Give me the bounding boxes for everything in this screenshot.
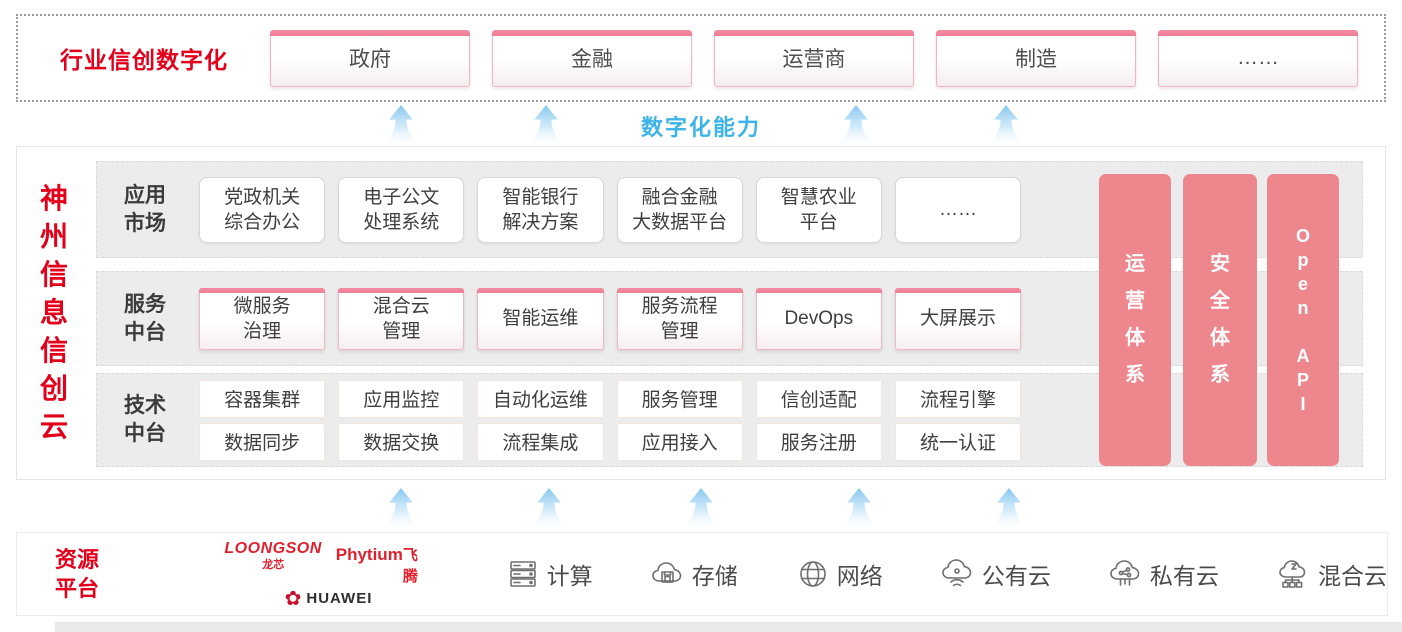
svc-box-big-screen: 大屏展示 [894,287,1022,350]
app-box-finance-bigdata: 融合金融 大数据平台 [616,176,743,243]
resource-items: 计算 存储 网络 [505,556,1387,592]
app-box-edoc-system: 电子公文 处理系统 [338,176,465,243]
row-app-market: 应用 市场 党政机关 综合办公 电子公文 处理系统 智能银行 解决方案 融合金融… [96,161,1363,258]
resource-label: 存储 [691,563,738,589]
row-tech-platform: 技术 中台 容器集群 应用监控 自动化运维 服务管理 信创适配 流程引擎 数据同… [96,373,1363,467]
up-arrow-icon [682,488,720,530]
app-box-more: …… [894,176,1022,243]
phytium-logo: Phytium 飞腾 [336,544,433,586]
bottom-divider [55,622,1402,632]
up-arrow-icon [987,105,1025,147]
resource-label: 混合云 [1318,563,1387,589]
industry-band-title: 行业信创数字化 [60,47,228,73]
tech-box-process-integration: 流程集成 [477,422,604,461]
huawei-wordmark: HUAWEI [306,590,373,607]
storage-icon [651,562,681,583]
network-icon [799,561,826,587]
resource-platform-panel: 资源 平台 LOONGSON 龙芯 Phytium 飞腾 ✿ HUAWEI [16,532,1388,616]
resource-item-private-cloud: 私有云 [1108,556,1219,592]
tech-box-service-registry: 服务注册 [755,422,882,461]
capability-band: 数字化能力 [0,102,1402,147]
loongson-logo: LOONGSON 龙芯 [224,540,321,572]
tech-box-service-mgmt: 服务管理 [616,379,743,418]
vendor-logos: LOONGSON 龙芯 Phytium 飞腾 ✿ HUAWEI [224,540,432,609]
svc-box-service-process-mgmt: 服务流程 管理 [616,287,743,350]
phytium-cn-label: 飞腾 [402,546,418,585]
tech-box-container-cluster: 容器集群 [199,379,326,418]
industry-band: 行业信创数字化 政府 金融 运营商 制造 …… [16,14,1386,102]
app-market-boxes: 党政机关 综合办公 电子公文 处理系统 智能银行 解决方案 融合金融 大数据平台… [199,176,1022,243]
row-label-service-platform: 服务 中台 [124,292,166,344]
platform-title: 神 州 信 息 信 创 云 [40,183,69,442]
sector-box-telecom: 运营商 [714,29,914,87]
sector-box-more: …… [1158,29,1358,87]
resource-arrow-band [0,481,1402,531]
tech-box-data-exchange: 数据交换 [338,422,465,461]
up-arrow-icon [530,488,568,530]
loongson-cn-label: 龙芯 [262,558,285,571]
resource-item-network: 网络 [795,556,883,592]
app-box-smart-agriculture: 智慧农业 平台 [755,176,882,243]
service-platform-boxes: 微服务 治理 混合云 管理 智能运维 服务流程 管理 DevOps 大屏展示 [199,287,1022,350]
sidebar-security-system: 安 全 体 系 [1183,174,1257,466]
sector-boxes: 政府 金融 运营商 制造 …… [270,29,1358,87]
resource-item-public-cloud: 公有云 [940,556,1051,592]
up-arrow-icon [527,105,565,147]
hybrid-cloud-icon [1279,560,1306,588]
svc-box-hybrid-cloud-mgmt: 混合云 管理 [338,287,465,350]
resource-label: 网络 [836,563,883,589]
resource-item-storage: 存储 [650,556,738,592]
private-cloud-icon [1110,560,1140,586]
row-label-tech-platform: 技术 中台 [124,394,166,445]
tech-box-xinchuang-adaptation: 信创适配 [755,379,882,418]
up-arrow-icon [382,105,420,147]
app-box-party-gov-office: 党政机关 综合办公 [199,176,326,243]
row-label-app-market: 应用 市场 [124,183,166,235]
row-service-platform: 服务 中台 微服务 治理 混合云 管理 智能运维 服务流程 管理 DevOps … [96,271,1363,366]
resource-item-hybrid-cloud: 混合云 [1276,556,1387,592]
sector-box-finance: 金融 [492,29,692,87]
up-arrow-icon [990,488,1028,530]
svc-box-microservice-governance: 微服务 治理 [199,287,326,350]
sector-box-manufacturing: 制造 [936,29,1136,87]
svc-box-devops: DevOps [755,287,883,350]
up-arrow-icon [840,488,878,530]
tech-row-bottom: 数据同步 数据交换 流程集成 应用接入 服务注册 统一认证 [199,422,1022,461]
tech-box-automated-ops: 自动化运维 [477,379,604,418]
tech-box-data-sync: 数据同步 [199,422,326,461]
up-arrow-icon [382,488,420,530]
resource-item-compute: 计算 [505,556,593,592]
loongson-wordmark: LOONGSON [224,539,322,557]
sidebar-operations-system: 运 营 体 系 [1099,174,1171,466]
up-arrow-icon [837,105,875,147]
compute-icon [509,561,536,587]
tech-row-top: 容器集群 应用监控 自动化运维 服务管理 信创适配 流程引擎 [199,379,1022,418]
huawei-logo: ✿ HUAWEI [285,589,373,609]
svc-box-intelligent-ops: 智能运维 [477,287,604,350]
resource-label: 私有云 [1149,563,1219,589]
capability-label: 数字化能力 [640,115,761,140]
huawei-flower-icon: ✿ [284,587,302,610]
public-cloud-icon [942,559,972,587]
tech-box-app-monitoring: 应用监控 [338,379,465,418]
app-box-smart-banking: 智能银行 解决方案 [477,176,604,243]
sector-box-government: 政府 [270,29,470,87]
tech-platform-boxes: 容器集群 应用监控 自动化运维 服务管理 信创适配 流程引擎 数据同步 数据交换… [199,379,1022,461]
resource-platform-title: 资源 平台 [55,547,100,601]
resource-label: 公有云 [981,563,1051,589]
platform-rows: 应用 市场 党政机关 综合办公 电子公文 处理系统 智能银行 解决方案 融合金融… [96,147,1363,479]
phytium-wordmark: Phytium [335,544,403,564]
tech-box-unified-auth: 统一认证 [894,422,1022,461]
sidebar-open-api: O p e n A P I [1267,174,1339,466]
tech-box-process-engine: 流程引擎 [894,379,1022,418]
resource-label: 计算 [546,563,593,589]
tech-box-app-access: 应用接入 [616,422,743,461]
platform-panel: 神 州 信 息 信 创 云 应用 市场 党政机关 综合办公 电子公文 处理系统 … [16,146,1386,480]
